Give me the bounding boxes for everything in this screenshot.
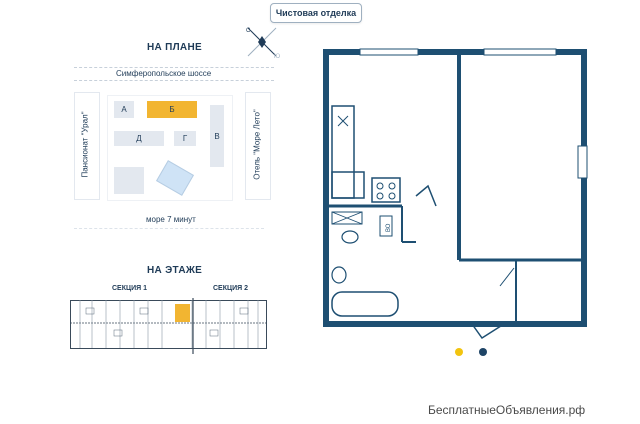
apartment-floor-plan: ВО <box>323 48 588 340</box>
block-d[interactable]: Д <box>114 131 164 146</box>
left-building-label: Пансионат "Урал" <box>80 111 90 178</box>
section-2-label: СЕКЦИЯ 2 <box>213 285 249 292</box>
block-a[interactable]: А <box>114 101 134 118</box>
block-b-selected[interactable]: Б <box>147 101 197 118</box>
floor-plan-title: НА ЭТАЖЕ <box>147 265 203 276</box>
compass-icon: С Ю <box>246 27 280 60</box>
block-g[interactable]: Г <box>174 131 196 146</box>
carousel-dot-1[interactable] <box>455 348 463 356</box>
block-v[interactable]: В <box>210 105 224 167</box>
appliance-label: ВО <box>386 223 392 232</box>
right-building-plot <box>245 92 271 200</box>
complex-area <box>107 95 233 201</box>
sea-distance-label: море 7 минут <box>146 215 196 224</box>
finish-toggle-button[interactable]: Чистовая отделка <box>270 3 362 23</box>
section-1-label: СЕКЦИЯ 1 <box>112 285 148 292</box>
right-building-label: Отель "Море Лето" <box>252 109 262 180</box>
floor-schematic <box>70 298 267 354</box>
left-building-plot <box>74 92 100 200</box>
watermark-text: БесплатныеОбъявления.рф <box>428 403 586 417</box>
svg-text:Ю: Ю <box>274 54 280 60</box>
svg-text:С: С <box>246 28 251 34</box>
carousel-dot-2[interactable] <box>479 348 487 356</box>
road-label: Симферопольское шоссе <box>116 69 212 78</box>
parking-area <box>114 167 144 194</box>
site-plan-title: НА ПЛАНЕ <box>147 42 202 53</box>
